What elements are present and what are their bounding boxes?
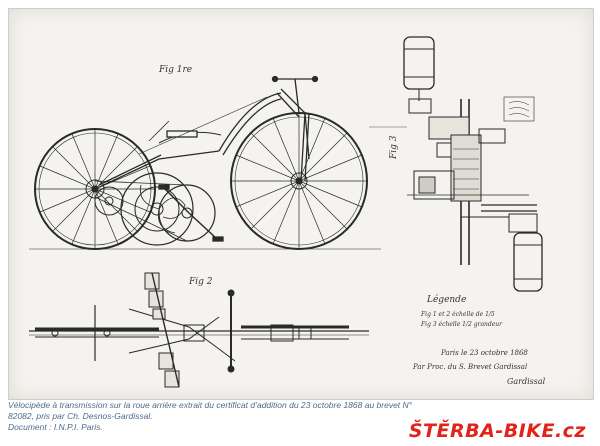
legend-title: Légende xyxy=(427,295,467,305)
watermark-part-1: ŠTĚRBA xyxy=(408,420,496,442)
fig1-label: Fig 1re xyxy=(159,65,193,75)
signature-attorney: Par Proc. du S. Brevet Gardissal xyxy=(413,363,528,371)
patent-drawing-plate: Fig 1re Fig 2 Fig 3 Légende Fig 1 et 2 é… xyxy=(8,8,594,400)
frame xyxy=(94,75,319,242)
patent-drawing xyxy=(29,36,543,388)
front-wheel xyxy=(230,112,368,250)
fig2-label: Fig 2 xyxy=(189,277,213,287)
caption-line-2: Document : I.N.P.I. Paris. xyxy=(8,422,103,432)
caption: Vélocipède à transmission sur la roue ar… xyxy=(8,400,428,433)
legend-line-1: Fig 1 et 2 échelle de 1/5 xyxy=(421,311,495,318)
fig3-detail xyxy=(403,36,543,292)
watermark-part-2: -BIKE.cz xyxy=(495,420,586,442)
signature-name: Gardissal xyxy=(507,377,546,386)
caption-line-1: Vélocipède à transmission sur la roue ar… xyxy=(8,400,413,421)
fig3-label: Fig 3 xyxy=(389,135,399,159)
transmission-gear xyxy=(94,172,216,246)
fig2-top-view xyxy=(29,272,369,388)
legend-line-2: Fig 3 échelle 1/2 grandeur xyxy=(421,321,503,328)
watermark-logo: ŠTĚRBA-BIKE.cz xyxy=(409,420,586,442)
signature-place-date: Paris le 23 octobre 1868 xyxy=(441,349,528,357)
